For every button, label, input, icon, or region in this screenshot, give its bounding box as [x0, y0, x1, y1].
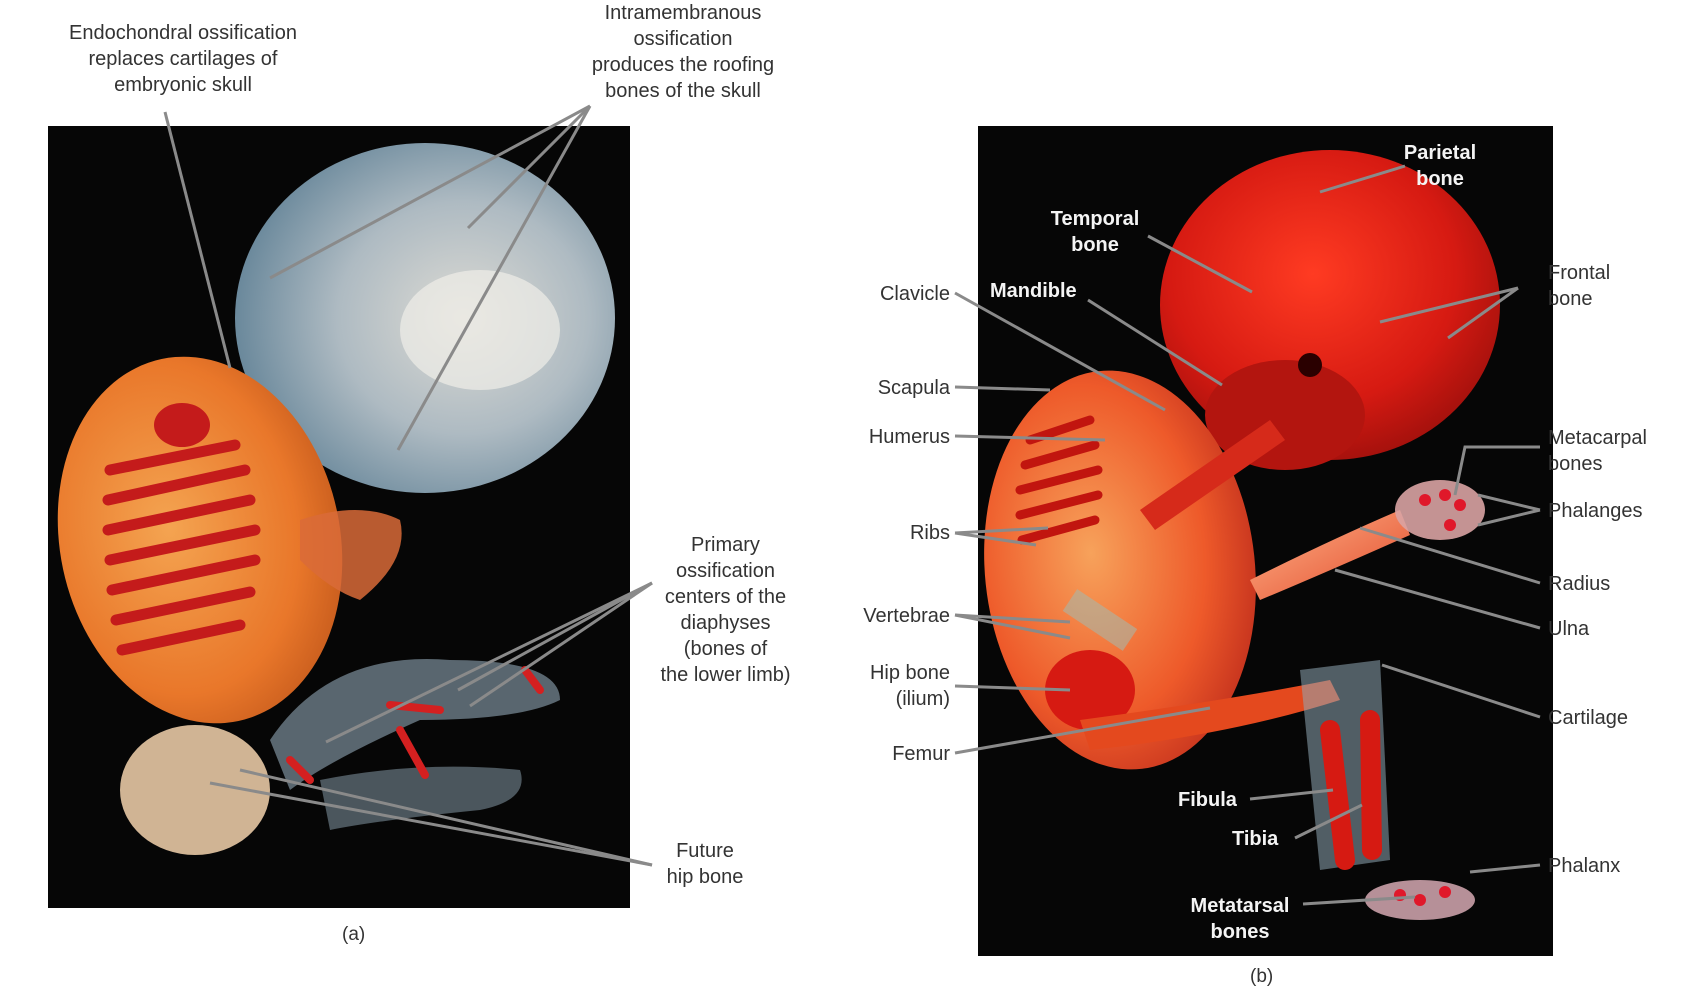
label-phalanges: Phalanges [1548, 500, 1643, 522]
label-phalanx: Phalanx [1548, 855, 1621, 877]
photo-panel-b [978, 126, 1553, 956]
label-ulna: Ulna [1548, 618, 1590, 640]
label-future-hip-bone: Future hip bone [666, 840, 744, 888]
caption-panel-b: (b) [1250, 966, 1274, 987]
label-humerus: Humerus [868, 426, 950, 448]
photo-panel-a [48, 126, 630, 908]
label-temporal-bone: Temporal bone [1050, 208, 1140, 256]
label-ribs: Ribs [909, 522, 950, 544]
label-clavicle: Clavicle [879, 283, 950, 305]
label-tibia: Tibia [1232, 828, 1279, 850]
label-metatarsal-bones: Metatarsal bones [1190, 895, 1290, 943]
label-cartilage: Cartilage [1548, 707, 1629, 729]
leader-lines [163, 104, 1541, 906]
label-endochondral-ossification: Endochondral ossification replaces carti… [69, 22, 297, 96]
label-fibula: Fibula [1178, 789, 1237, 811]
label-parietal-bone: Parietal bone [1403, 142, 1477, 190]
caption-panel-a: (a) [342, 924, 366, 945]
label-primary-ossification-centers: Primary ossification centers of the diap… [660, 534, 791, 686]
label-femur: Femur [892, 743, 950, 765]
label-vertebrae: Vertebrae [863, 605, 950, 627]
label-radius: Radius [1548, 573, 1611, 595]
label-intramembranous-ossification: Intramembranous ossification produces th… [591, 2, 775, 102]
label-hip-bone-ilium: Hip bone (ilium) [869, 662, 950, 710]
label-frontal-bone: Frontal bone [1548, 262, 1611, 310]
label-scapula: Scapula [877, 377, 950, 399]
label-metacarpal-bones: Metacarpal bones [1548, 427, 1647, 475]
label-mandible: Mandible [990, 280, 1077, 302]
